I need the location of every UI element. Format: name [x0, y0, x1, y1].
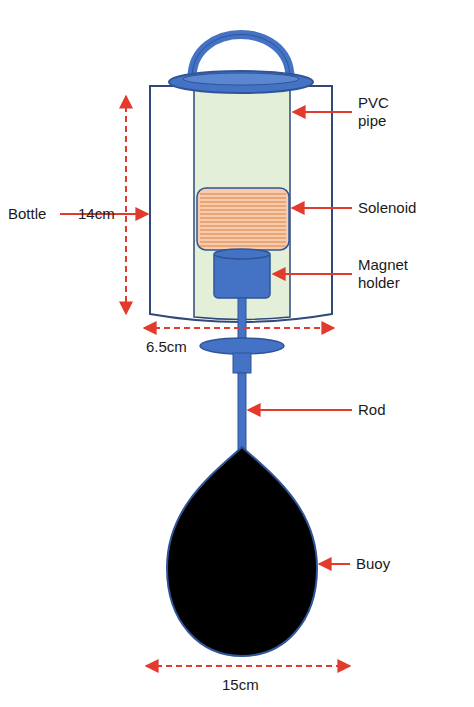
winding: [200, 241, 286, 243]
winding: [200, 221, 286, 223]
winding: [200, 229, 286, 231]
part-label: PVC pipe: [358, 94, 404, 130]
dimension-line: [144, 327, 334, 329]
bottle: [150, 86, 332, 322]
part-label: Bottle: [8, 205, 46, 223]
winding: [200, 225, 286, 227]
leader-arrow: [293, 111, 352, 113]
dimension-line: [146, 665, 350, 667]
winding: [200, 201, 286, 203]
leader-arrow: [273, 273, 352, 275]
part-label: Solenoid: [358, 199, 416, 217]
winding: [200, 213, 286, 215]
winding: [200, 237, 286, 239]
buoy: [167, 447, 317, 656]
winding: [200, 209, 286, 211]
leader-arrow: [292, 207, 352, 209]
disc: [200, 338, 284, 354]
leader-arrow: [248, 409, 352, 411]
winding: [200, 205, 286, 207]
winding: [200, 233, 286, 235]
dimension-label: 6.5cm: [146, 338, 187, 356]
magnet-holder-top: [214, 249, 270, 259]
dimension-label: 14cm: [78, 205, 115, 223]
solenoid: [197, 188, 289, 250]
rod-upper: [238, 298, 246, 340]
connector: [233, 353, 251, 373]
rod: [238, 373, 246, 455]
lid: [169, 71, 313, 93]
winding: [200, 217, 286, 219]
solenoid-windings: [200, 194, 286, 246]
part-label: Rod: [358, 401, 386, 419]
lid-top: [183, 73, 299, 85]
winding: [200, 245, 286, 247]
pvc-pipe: [194, 90, 290, 320]
leader-arrow: [319, 563, 350, 565]
part-label: Magnet holder: [358, 256, 420, 292]
winding: [200, 197, 286, 199]
dimension-line: [125, 96, 127, 314]
part-label: Buoy: [356, 555, 390, 573]
dimension-label: 15cm: [222, 676, 259, 694]
winding: [200, 193, 286, 195]
